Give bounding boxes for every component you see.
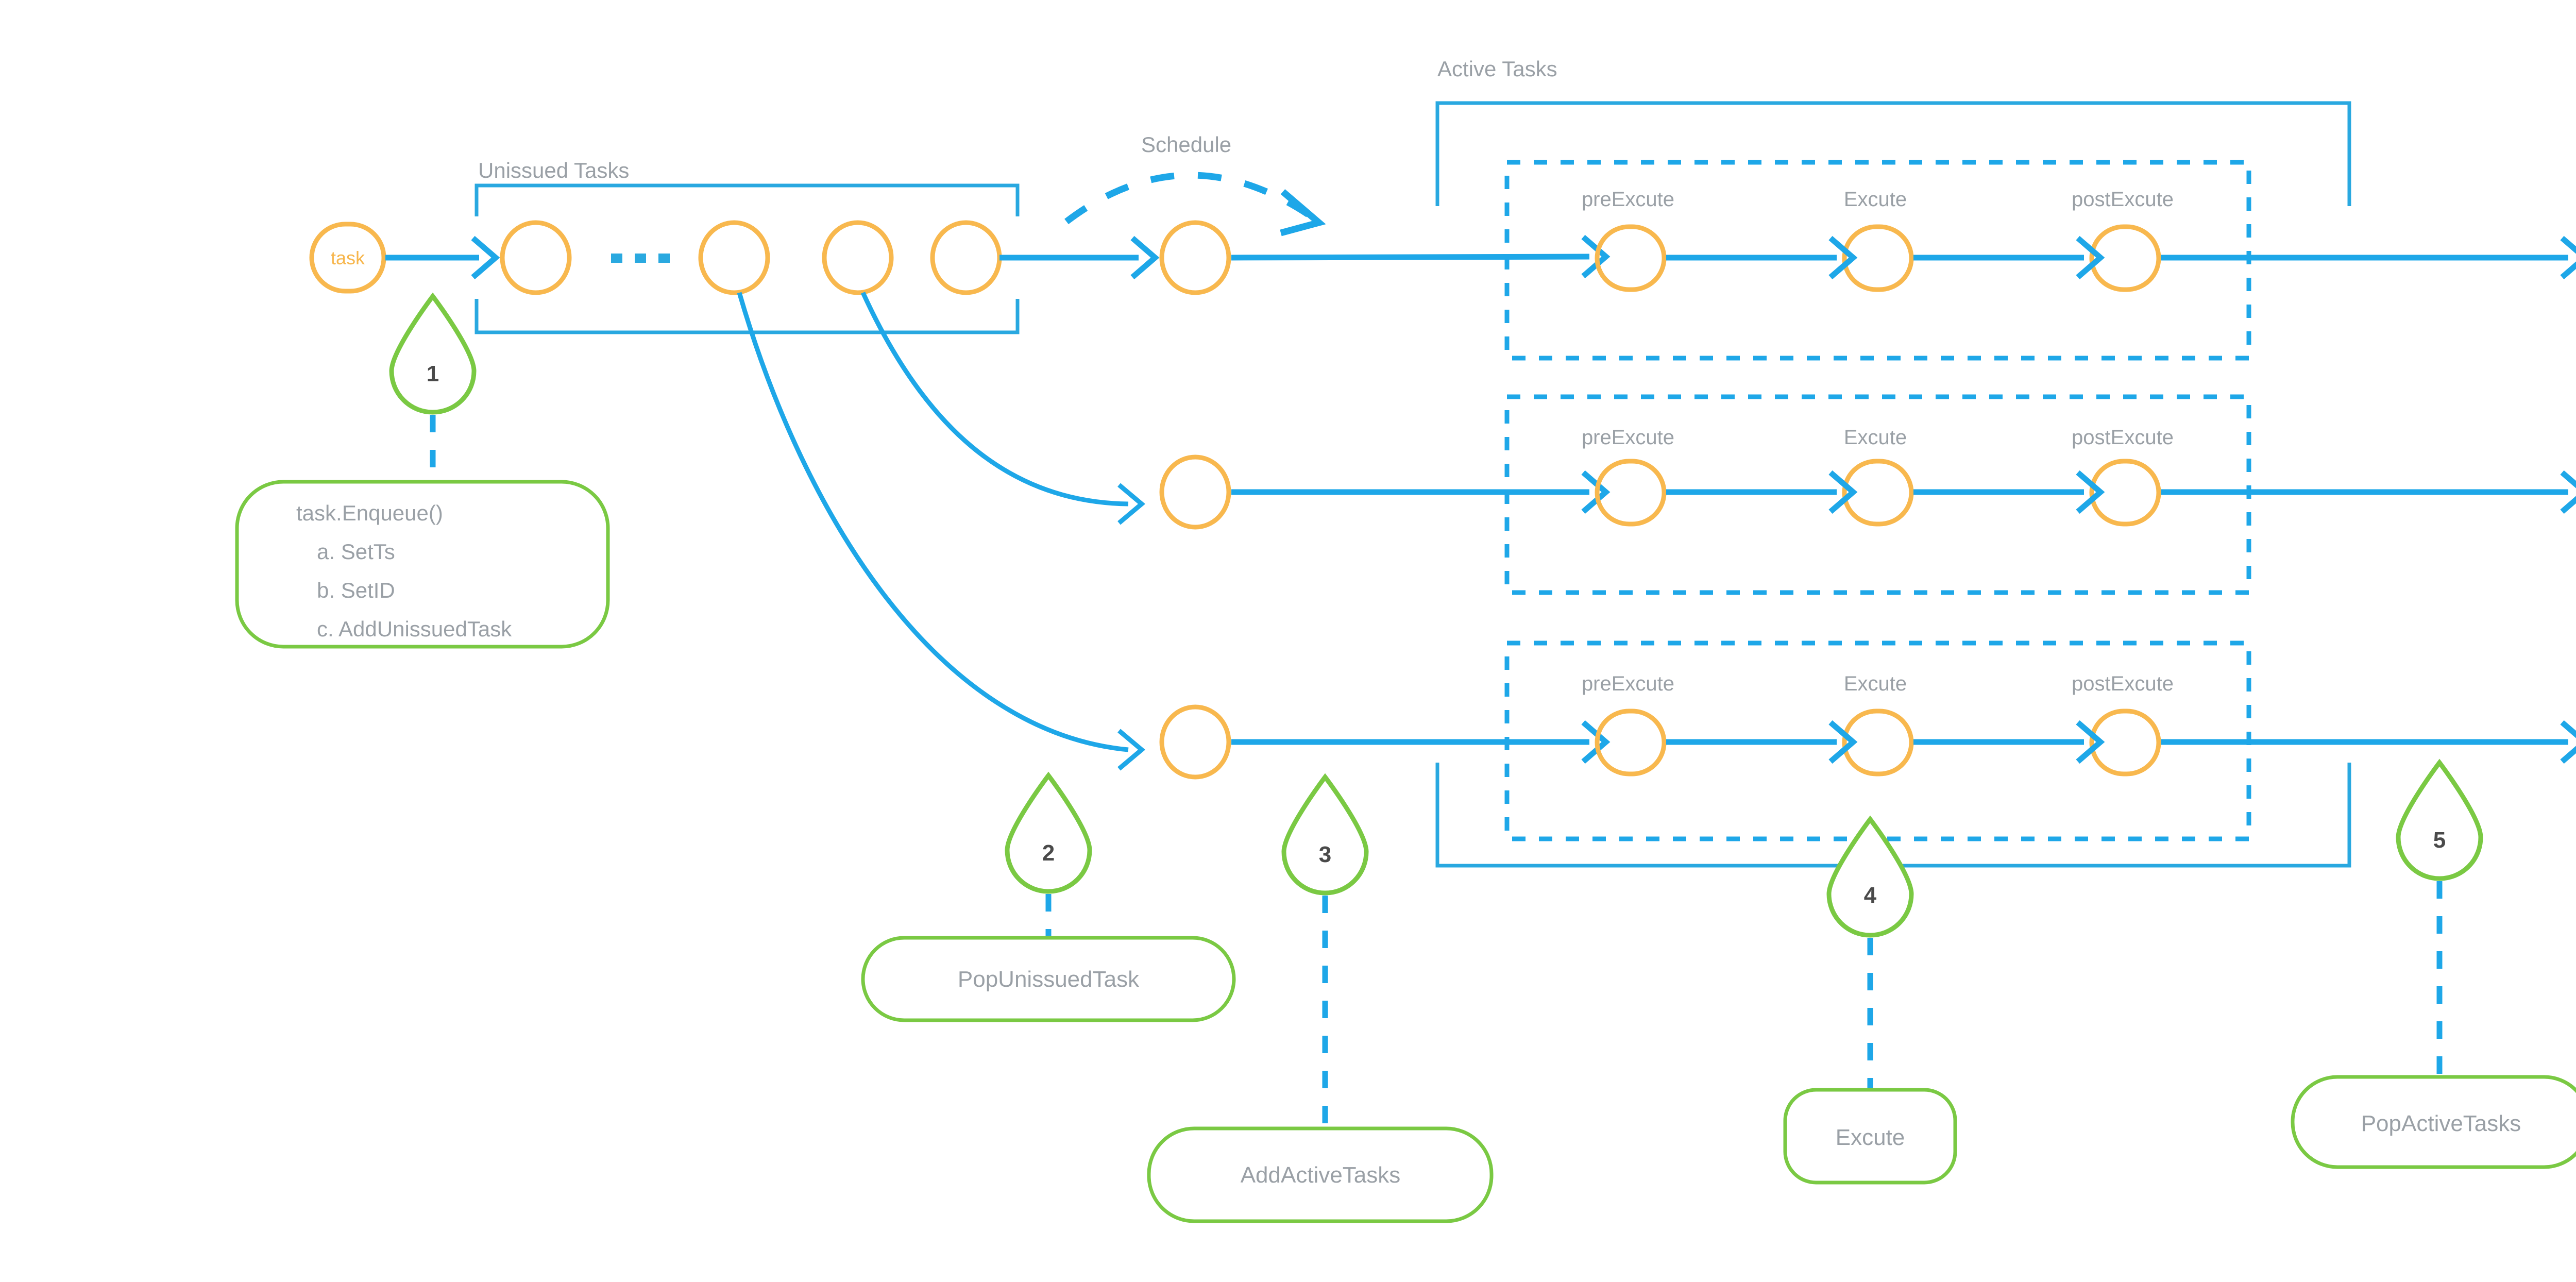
- row3-edge-pre-exec: [1666, 720, 1858, 764]
- unissued-tasks-bracket: [474, 183, 1020, 334]
- row3-post-label: postExcute: [2072, 672, 2174, 695]
- marker-5-number: 5: [2433, 828, 2446, 853]
- row1-exec-label: Excute: [1844, 188, 1907, 211]
- enqueue-line-2: a. SetTs: [317, 539, 395, 564]
- row2-post-node: [2089, 459, 2161, 527]
- row2-edge-pre-exec: [1666, 470, 1858, 514]
- row2-scheduled-node: [1159, 454, 1231, 530]
- marker-1-number: 1: [427, 361, 439, 386]
- row2-edge-to-pre: [1231, 470, 1611, 514]
- row3-edge-post-end: [2161, 720, 2576, 764]
- callout-enqueue: task.Enqueue() a. SetTs b. SetID c. AddU…: [235, 480, 610, 649]
- queue-ellipsis-icon: [611, 254, 670, 263]
- enqueue-line-1: task.Enqueue(): [296, 501, 443, 525]
- callout-add-active: AddActiveTasks: [1147, 1126, 1494, 1223]
- row2-pre-node: [1595, 459, 1667, 527]
- pop-active-label: PopActiveTasks: [2361, 1111, 2521, 1136]
- schedule-dashed-arrow: [1064, 172, 1326, 237]
- row1-edge-post-end: [2161, 235, 2576, 280]
- row3-exec-label: Excute: [1844, 672, 1907, 695]
- marker-4[interactable]: 4: [1826, 815, 1914, 1092]
- excute-label: Excute: [1836, 1125, 1905, 1150]
- row3-pre-label: preExcute: [1582, 672, 1674, 695]
- pop-unissued-label: PopUnissuedTask: [958, 967, 1140, 992]
- schedule-label: Schedule: [1141, 132, 1231, 157]
- row1-edge-pre-exec: [1666, 235, 1858, 280]
- row3-exec-node: [1842, 709, 1914, 777]
- row3-post-node: [2089, 709, 2161, 777]
- row1-exec-node: [1842, 224, 1914, 292]
- row2-edge-exec-post: [1913, 470, 2105, 514]
- row1-edge-exec-post: [1913, 235, 2105, 280]
- marker-2-number: 2: [1042, 840, 1055, 866]
- row2-post-label: postExcute: [2072, 426, 2174, 449]
- unissued-oval-2: [698, 220, 770, 295]
- active-tasks-bracket: [1435, 101, 2351, 868]
- unissued-oval-1: [500, 220, 572, 295]
- callout-pop-unissued: PopUnissuedTask: [861, 936, 1236, 1022]
- row1-edge-to-pre: [1231, 234, 1611, 279]
- row2-exec-node: [1842, 459, 1914, 527]
- row1-scheduled-node: [1159, 220, 1231, 295]
- add-active-label: AddActiveTasks: [1241, 1162, 1401, 1188]
- row2-exec-label: Excute: [1844, 426, 1907, 449]
- edge-queue-to-row2: [860, 292, 1145, 525]
- row2-pre-label: preExcute: [1582, 426, 1674, 449]
- unissued-oval-3: [822, 220, 894, 295]
- marker-3-number: 3: [1319, 842, 1331, 867]
- row1-post-node: [2089, 224, 2161, 292]
- enqueue-line-4: c. AddUnissuedTask: [317, 617, 512, 641]
- source-task-node: task: [309, 222, 386, 294]
- row1-pre-label: preExcute: [1582, 188, 1674, 211]
- row3-edge-to-pre: [1231, 720, 1611, 764]
- unissued-tasks-label: Unissued Tasks: [478, 158, 629, 182]
- marker-5[interactable]: 5: [2396, 758, 2483, 1079]
- source-task-label: task: [331, 247, 365, 268]
- row2-edge-post-end: [2161, 470, 2576, 514]
- edge-queue-to-row3: [737, 292, 1145, 771]
- edge-queue-to-row1: [999, 235, 1160, 280]
- enqueue-line-3: b. SetID: [317, 578, 395, 602]
- row3-pre-node: [1595, 709, 1667, 777]
- row3-edge-exec-post: [1913, 720, 2105, 764]
- marker-2[interactable]: 2: [1005, 771, 1092, 948]
- marker-1[interactable]: 1: [389, 292, 477, 482]
- callout-pop-active: PopActiveTasks: [2291, 1075, 2576, 1169]
- unissued-oval-4: [930, 220, 1002, 295]
- edge-task-to-queue: [385, 235, 500, 280]
- unissued-task-nodes: [500, 220, 1002, 295]
- callout-excute: Excute: [1783, 1088, 1957, 1185]
- row1-pre-node: [1595, 224, 1667, 292]
- marker-4-number: 4: [1864, 883, 1877, 908]
- marker-3[interactable]: 3: [1281, 773, 1369, 1131]
- active-tasks-label: Active Tasks: [1437, 57, 1557, 81]
- row1-post-label: postExcute: [2072, 188, 2174, 211]
- row3-scheduled-node: [1159, 704, 1231, 780]
